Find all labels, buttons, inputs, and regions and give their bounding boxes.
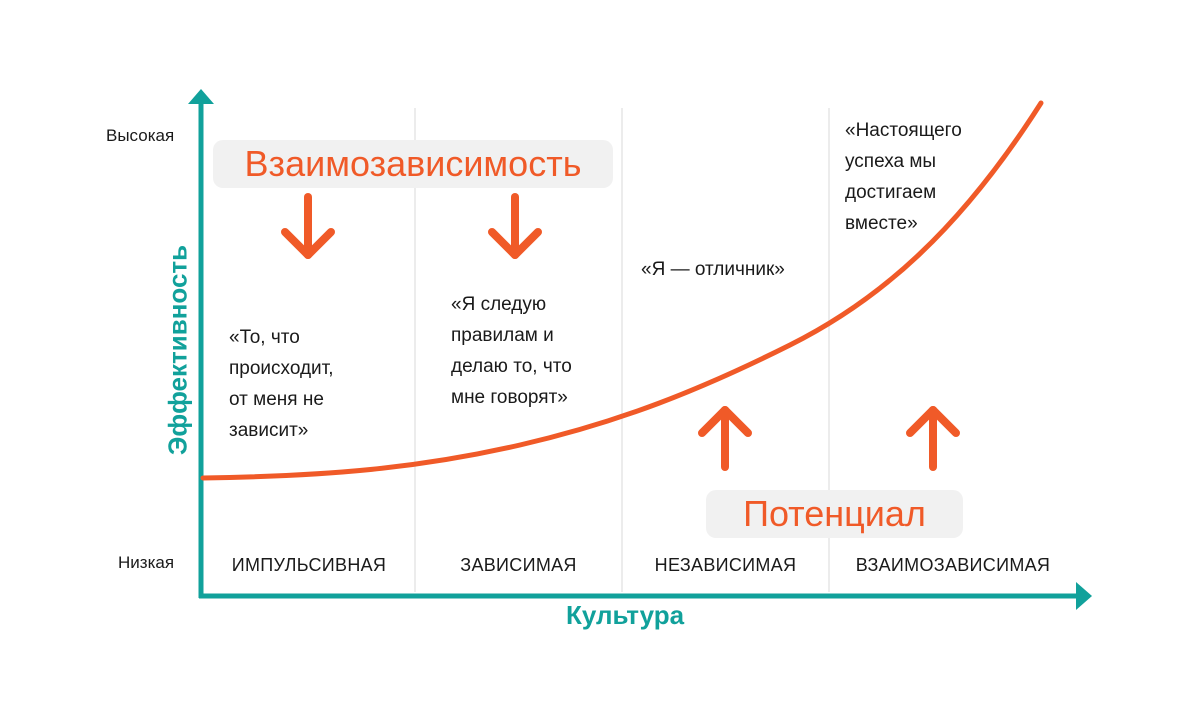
y-axis-title: Эффективность: [162, 244, 193, 456]
quote-dependent: «Я следую правилам и делаю то, что мне г…: [451, 294, 572, 408]
y-tick-low: Низкая: [118, 553, 175, 572]
arrow-up-icon: [698, 406, 752, 471]
category-interdependent: ВЗАИМОЗАВИСИМАЯ: [855, 555, 1051, 575]
arrow-down-icon: [488, 193, 542, 259]
quote-interdependent: «Настоящего успеха мы достигаем вместе»: [845, 120, 962, 234]
category-dependent: ЗАВИСИМАЯ: [460, 555, 577, 575]
y-tick-high: Высокая: [106, 126, 175, 145]
x-axis-title: Культура: [566, 600, 685, 630]
arrow-up-icon: [906, 406, 960, 471]
quote-impulsive: «То, что происходит, от меня не зависит»: [229, 327, 334, 441]
interdependence-banner: Взаимозависимость: [213, 140, 613, 188]
growth-curve: [200, 100, 1044, 481]
y-axis-arrowhead-icon: [188, 89, 214, 104]
potential-banner: Потенциал: [706, 490, 963, 538]
arrow-down-icon: [281, 193, 335, 259]
category-impulsive: ИМПУЛЬСИВНАЯ: [231, 555, 387, 575]
x-axis-arrowhead-icon: [1076, 582, 1092, 610]
category-independent: НЕЗАВИСИМАЯ: [654, 555, 797, 575]
quote-independent: «Я — отличник»: [641, 259, 785, 280]
